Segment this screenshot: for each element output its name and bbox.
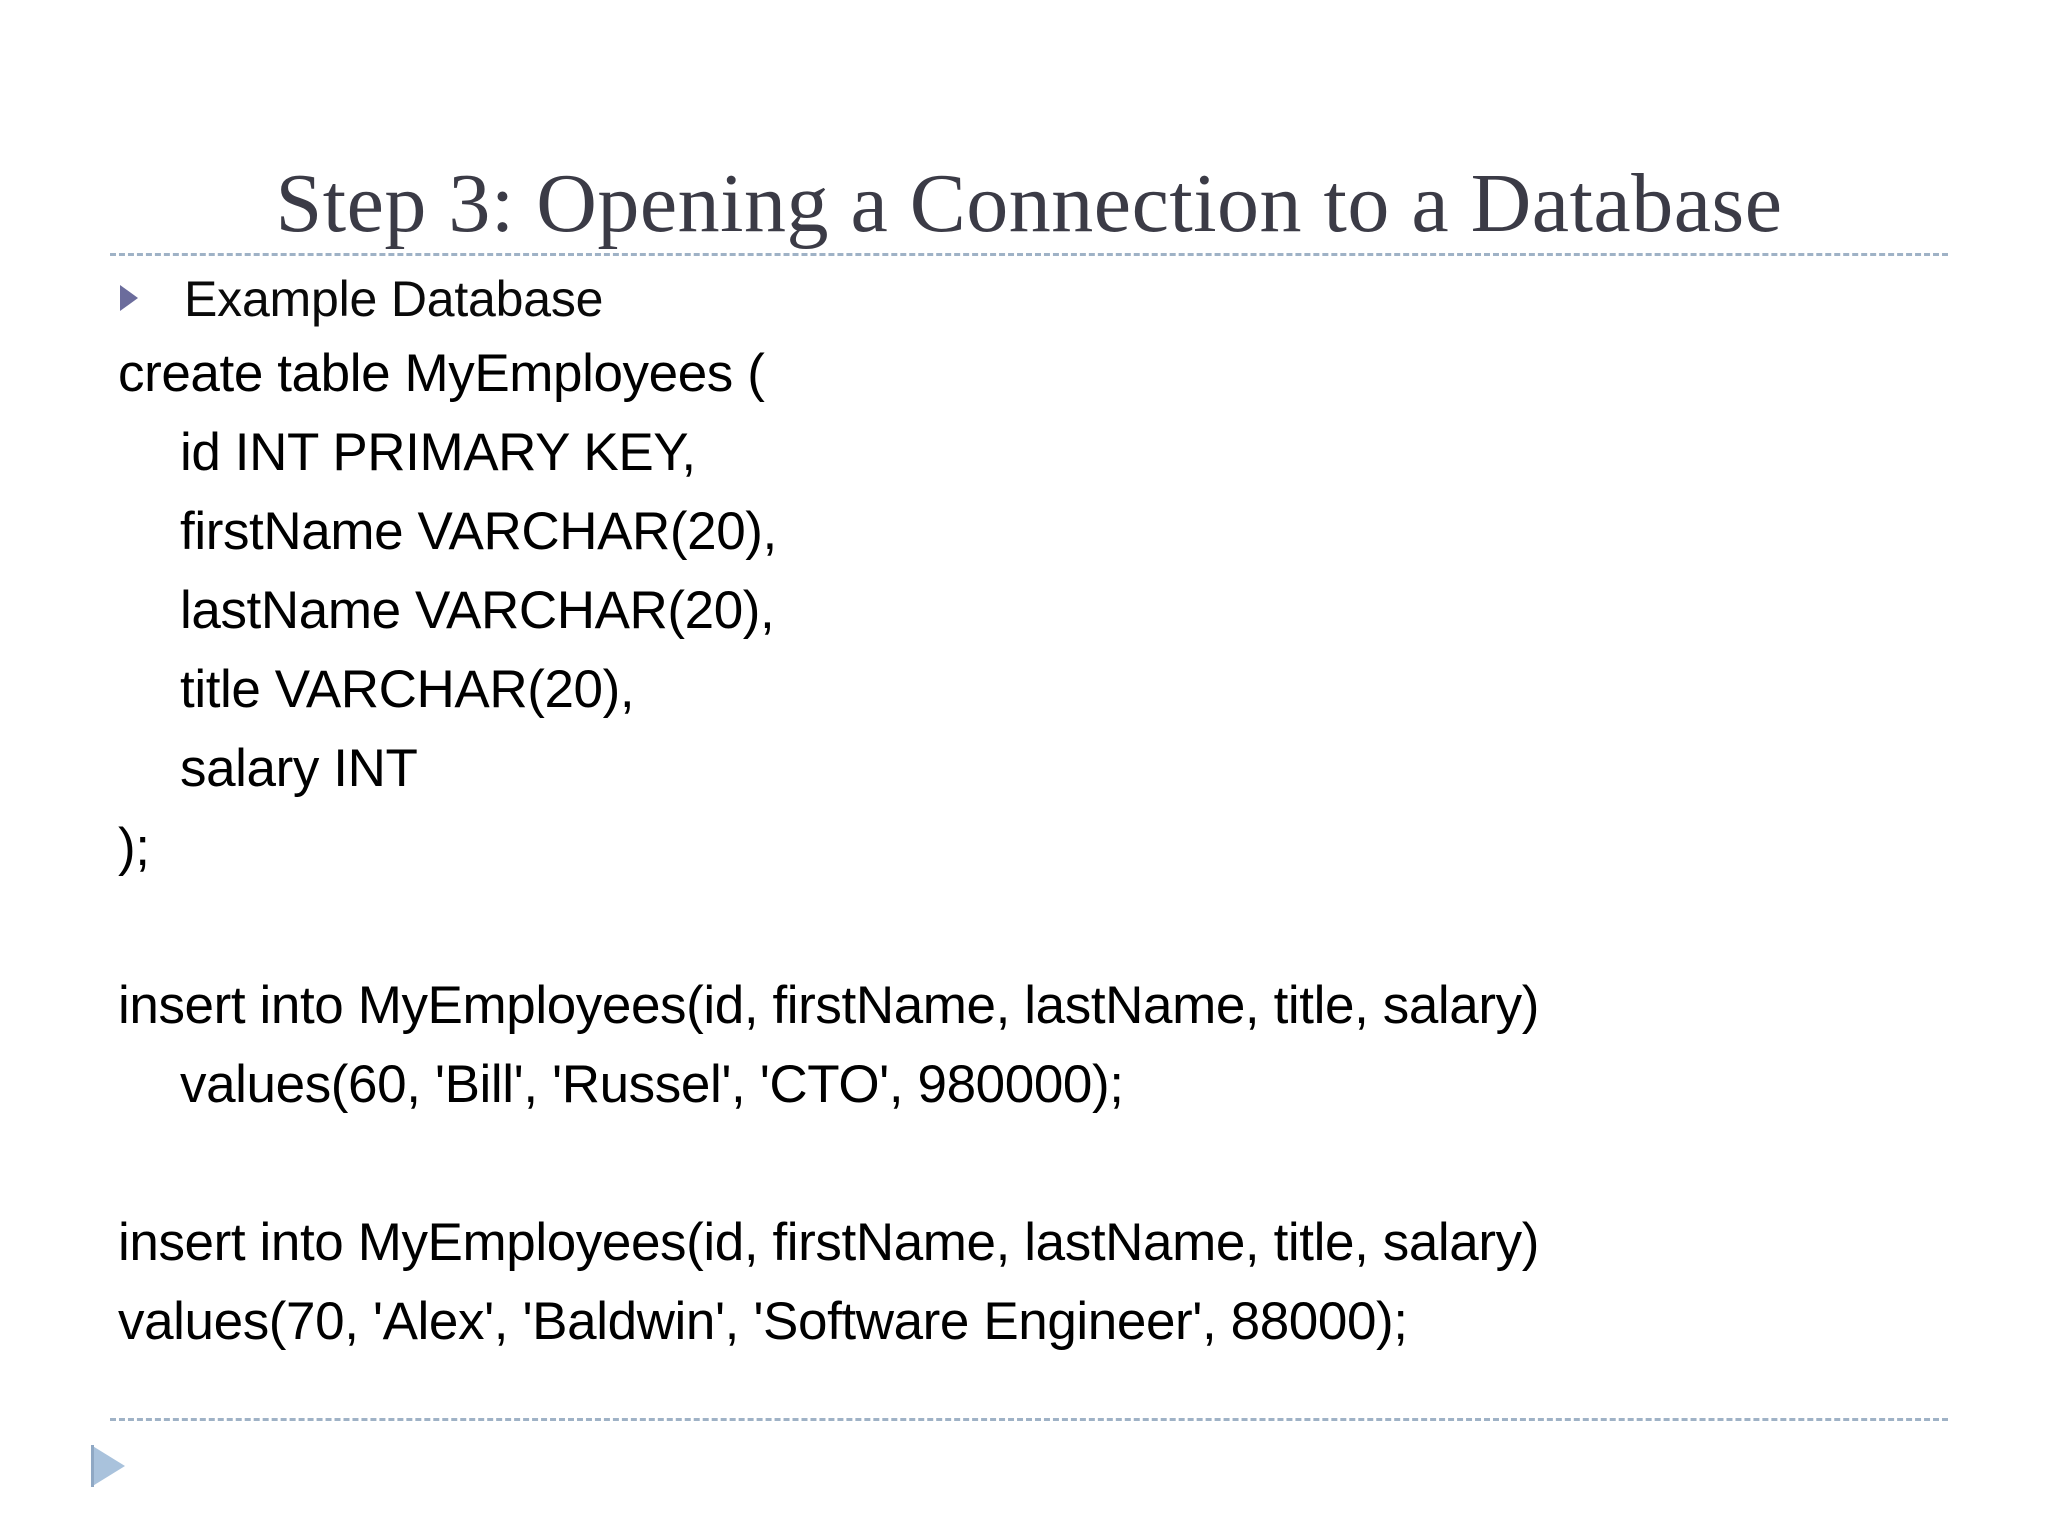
- code-line: values(60, 'Bill', 'Russel', 'CTO', 9800…: [180, 1055, 1124, 1114]
- code-line: insert into MyEmployees(id, firstName, l…: [118, 1213, 1539, 1272]
- footer-divider: [110, 1418, 1948, 1421]
- title-divider: [110, 253, 1948, 256]
- code-line: firstName VARCHAR(20),: [180, 502, 777, 561]
- bullet-item-label: Example Database: [184, 271, 604, 327]
- code-line-blank: [118, 1124, 1978, 1203]
- triangle-right-icon: [118, 284, 140, 312]
- bullet-item-example-database: Example Database: [118, 268, 1978, 332]
- code-line: insert into MyEmployees(id, firstName, l…: [118, 976, 1539, 1035]
- code-line: create table MyEmployees (: [118, 344, 765, 403]
- triangle-right-icon: [88, 1443, 128, 1489]
- slide-body: Example Database create table MyEmployee…: [118, 268, 1978, 1361]
- code-line: );: [118, 818, 150, 877]
- code-line: id INT PRIMARY KEY,: [180, 423, 696, 482]
- code-line: salary INT: [180, 739, 418, 798]
- code-line-blank: [118, 887, 1978, 966]
- slide-title-block: Step 3: Opening a Connection to a Databa…: [110, 108, 1948, 256]
- page-title: Step 3: Opening a Connection to a Databa…: [275, 157, 1783, 250]
- code-line: lastName VARCHAR(20),: [180, 581, 775, 640]
- code-line: title VARCHAR(20),: [180, 660, 635, 719]
- sql-code-block: create table MyEmployees ( id INT PRIMARY…: [118, 334, 1978, 1361]
- code-line: values(70, 'Alex', 'Baldwin', 'Software …: [118, 1292, 1408, 1351]
